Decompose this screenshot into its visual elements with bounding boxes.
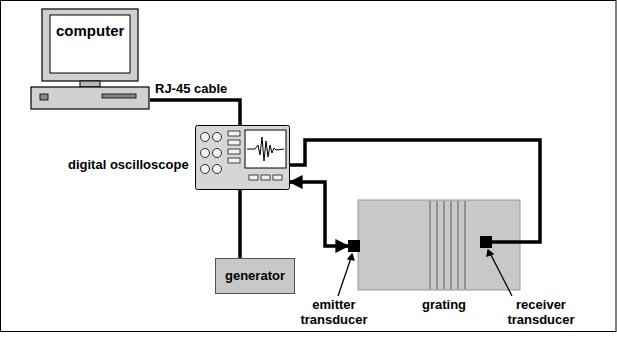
oscilloscope-node: digital oscilloscope	[195, 125, 290, 190]
node-label: digital oscilloscope	[68, 158, 189, 173]
cable-connector	[238, 190, 242, 258]
drive-slot	[102, 94, 136, 98]
channel-connector	[273, 175, 282, 180]
button	[228, 131, 240, 136]
knob	[213, 149, 222, 158]
monitor-screen	[50, 15, 130, 73]
waveform	[247, 137, 284, 161]
oscilloscope-screen	[245, 130, 286, 168]
leader-lines	[338, 250, 512, 296]
channel-connector	[249, 175, 258, 180]
knob	[213, 133, 222, 142]
node-label: generator	[225, 269, 285, 284]
grating-lines	[430, 201, 465, 289]
grating-line	[436, 201, 437, 289]
oscilloscope-body	[196, 126, 290, 190]
frame	[1, 1, 617, 332]
knob	[201, 165, 210, 174]
knob	[213, 165, 222, 174]
knob	[201, 149, 210, 158]
grating-line	[443, 201, 444, 289]
generator-box: generator	[215, 258, 295, 294]
oscilloscope-icon	[195, 125, 290, 190]
cable-connector	[290, 140, 540, 242]
button	[228, 140, 240, 145]
computer-node: computer	[30, 8, 150, 112]
power-button	[40, 94, 48, 100]
node-label: receiver transducer	[502, 298, 580, 328]
cable-connector	[150, 100, 240, 125]
monitor-stand	[80, 81, 100, 87]
part-label: grating	[422, 298, 466, 313]
grating-line	[450, 201, 451, 289]
button	[228, 158, 240, 163]
grating-line	[464, 201, 465, 289]
specimen-block	[358, 200, 520, 290]
button	[228, 149, 240, 154]
grating-line	[457, 201, 458, 289]
cable-connector	[290, 182, 348, 246]
computer-base	[31, 87, 149, 109]
channel-connector	[261, 175, 270, 180]
monitor-casing	[42, 9, 138, 81]
node-label: emitter transducer	[295, 298, 373, 328]
emitter-transducer: emitter transducer	[348, 240, 360, 252]
node-label: computer	[56, 22, 124, 39]
receiver-transducer: receiver transducer	[480, 236, 492, 248]
grating-line	[429, 201, 430, 289]
knob	[201, 133, 210, 142]
edge-label: RJ-45 cable	[154, 82, 228, 97]
